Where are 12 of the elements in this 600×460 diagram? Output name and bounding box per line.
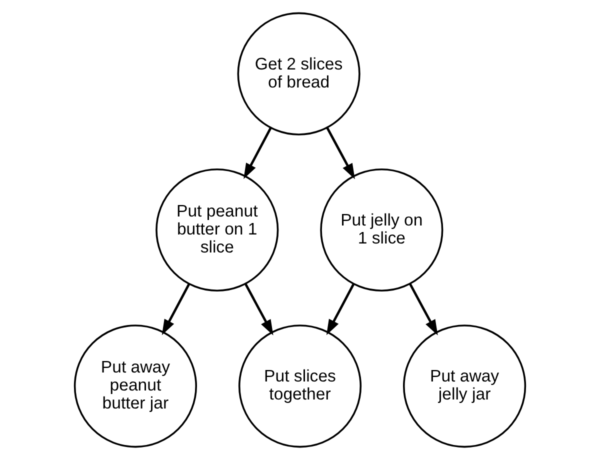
node-circle: Get 2 slices of bread bbox=[237, 12, 360, 136]
arrow bbox=[244, 127, 272, 179]
arrow bbox=[162, 284, 190, 336]
arrow bbox=[408, 283, 438, 336]
arrow bbox=[326, 126, 355, 180]
node-circle: Put away peanut butter jar bbox=[74, 324, 198, 448]
arrow bbox=[244, 283, 274, 336]
node-circle: Put away jelly jar bbox=[403, 324, 526, 448]
node-circle: Put jelly on 1 slice bbox=[320, 168, 444, 292]
arrow bbox=[326, 284, 355, 336]
node-circle: Put slices together bbox=[238, 324, 362, 448]
node-circle: Put peanut butter on 1 slice bbox=[156, 168, 279, 292]
